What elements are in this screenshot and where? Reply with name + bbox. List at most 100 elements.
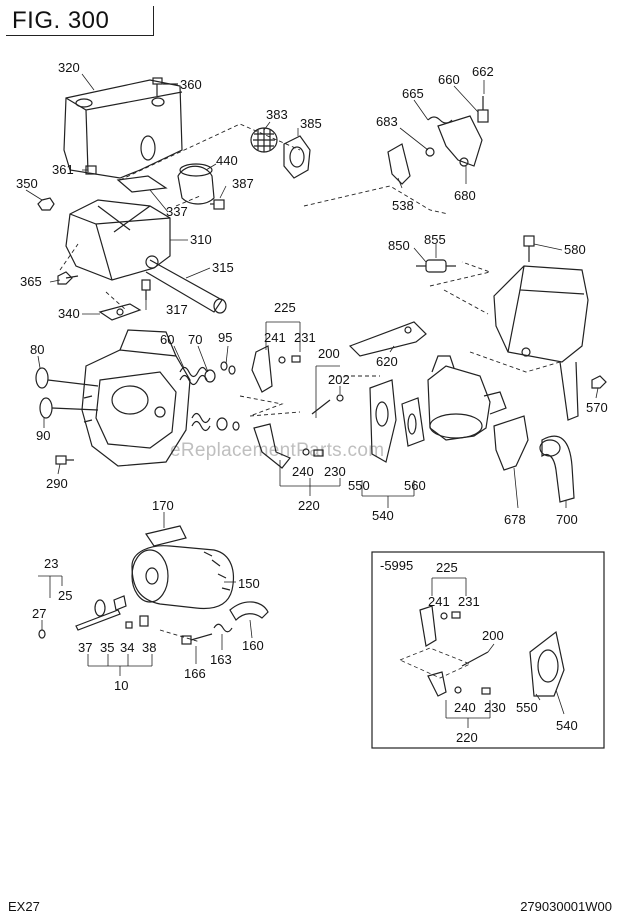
callout-34: 34 <box>120 640 134 655</box>
inset-callout-540: 540 <box>556 718 578 733</box>
guard-160 <box>229 601 269 621</box>
lever-620 <box>348 321 427 357</box>
dashed-leaders <box>59 123 561 643</box>
callout-150: 150 <box>238 576 260 591</box>
callout-25: 25 <box>58 588 72 603</box>
callout-95: 95 <box>218 330 232 345</box>
governor-lever-660 <box>425 96 489 167</box>
callout-440: 440 <box>216 153 238 168</box>
callout-560: 560 <box>404 478 426 493</box>
inset-callout-200: 200 <box>482 628 504 643</box>
inset-callout-225: 225 <box>436 560 458 575</box>
rod-200 <box>311 394 344 415</box>
callout-35: 35 <box>100 640 114 655</box>
inset-callout-241: 241 <box>428 594 450 609</box>
watermark: eReplacementParts.com <box>170 440 385 461</box>
callout-166: 166 <box>184 666 206 681</box>
bracket-170 <box>145 525 187 547</box>
pipe-315 <box>145 259 227 314</box>
callout-320: 320 <box>58 60 80 75</box>
fuel-tank-580 <box>493 235 589 421</box>
leader-lines <box>25 73 599 676</box>
fuel-filter-855 <box>416 259 456 273</box>
carburetor <box>427 355 507 441</box>
callout-23: 23 <box>44 556 58 571</box>
callout-387: 387 <box>232 176 254 191</box>
inset-callout-230: 230 <box>484 700 506 715</box>
callout-340: 340 <box>58 306 80 321</box>
callout-383: 383 <box>266 107 288 122</box>
shaft-25 <box>38 609 121 639</box>
deflector-440 <box>177 163 215 205</box>
callout-90: 90 <box>36 428 50 443</box>
callout-37: 37 <box>78 640 92 655</box>
figure-title: FIG. 300 <box>6 6 154 36</box>
inset-callout-240: 240 <box>454 700 476 715</box>
callout-570: 570 <box>586 400 608 415</box>
nut-570 <box>591 375 607 389</box>
callout-317: 317 <box>166 302 188 317</box>
callout-550: 550 <box>348 478 370 493</box>
diagram-code: 279030001W00 <box>520 899 612 914</box>
callout-385: 385 <box>300 116 322 131</box>
spring-163 <box>213 623 233 633</box>
callout-202: 202 <box>328 372 350 387</box>
callout-665: 665 <box>402 86 424 101</box>
gasket-560 <box>401 397 425 447</box>
callout-231: 231 <box>294 330 316 345</box>
callout-70: 70 <box>188 332 202 347</box>
bracket-678 <box>493 415 529 471</box>
valve-80 <box>35 367 99 389</box>
callout-350: 350 <box>16 176 38 191</box>
flywheel-150 <box>131 545 235 610</box>
callout-170: 170 <box>152 498 174 513</box>
spark-screen-383 <box>250 127 278 153</box>
plug-290 <box>55 455 74 465</box>
callout-240: 240 <box>292 464 314 479</box>
callout-700: 700 <box>556 512 578 527</box>
muffler-cover-320 <box>63 79 183 179</box>
callout-60: 60 <box>160 332 174 347</box>
callout-538: 538 <box>392 198 414 213</box>
callout-660: 660 <box>438 72 460 87</box>
callout-620: 620 <box>376 354 398 369</box>
gasket-337 <box>116 175 168 193</box>
callout-540: 540 <box>372 508 394 523</box>
callout-290: 290 <box>46 476 68 491</box>
arm-220 <box>253 423 324 469</box>
callout-361: 361 <box>52 162 74 177</box>
plate-35 <box>113 595 127 611</box>
inset-label: -5995 <box>380 558 413 573</box>
nut-350 <box>37 197 55 211</box>
callout-310: 310 <box>190 232 212 247</box>
callout-850: 850 <box>388 238 410 253</box>
inset-callout-550: 550 <box>516 700 538 715</box>
callout-678: 678 <box>504 512 526 527</box>
fitting-317 <box>141 279 151 300</box>
bracket-225 <box>251 345 301 393</box>
callout-220: 220 <box>298 498 320 513</box>
callout-225: 225 <box>274 300 296 315</box>
inset-callout-220: 220 <box>456 730 478 745</box>
callout-680: 680 <box>454 188 476 203</box>
callout-662: 662 <box>472 64 494 79</box>
callout-163: 163 <box>210 652 232 667</box>
spring-38 <box>139 615 149 627</box>
callout-337: 337 <box>166 204 188 219</box>
callout-200: 200 <box>318 346 340 361</box>
callout-360: 360 <box>180 77 202 92</box>
callout-38: 38 <box>142 640 156 655</box>
callout-683: 683 <box>376 114 398 129</box>
inset-callout-231: 231 <box>458 594 480 609</box>
callout-160: 160 <box>242 638 264 653</box>
insulator-550 <box>369 379 397 463</box>
callout-365: 365 <box>20 274 42 289</box>
valve-90 <box>39 397 99 419</box>
keeper-95 <box>220 361 240 431</box>
callout-230: 230 <box>324 464 346 479</box>
callout-315: 315 <box>212 260 234 275</box>
muffler-310 <box>65 199 171 281</box>
gasket-385 <box>283 135 311 179</box>
